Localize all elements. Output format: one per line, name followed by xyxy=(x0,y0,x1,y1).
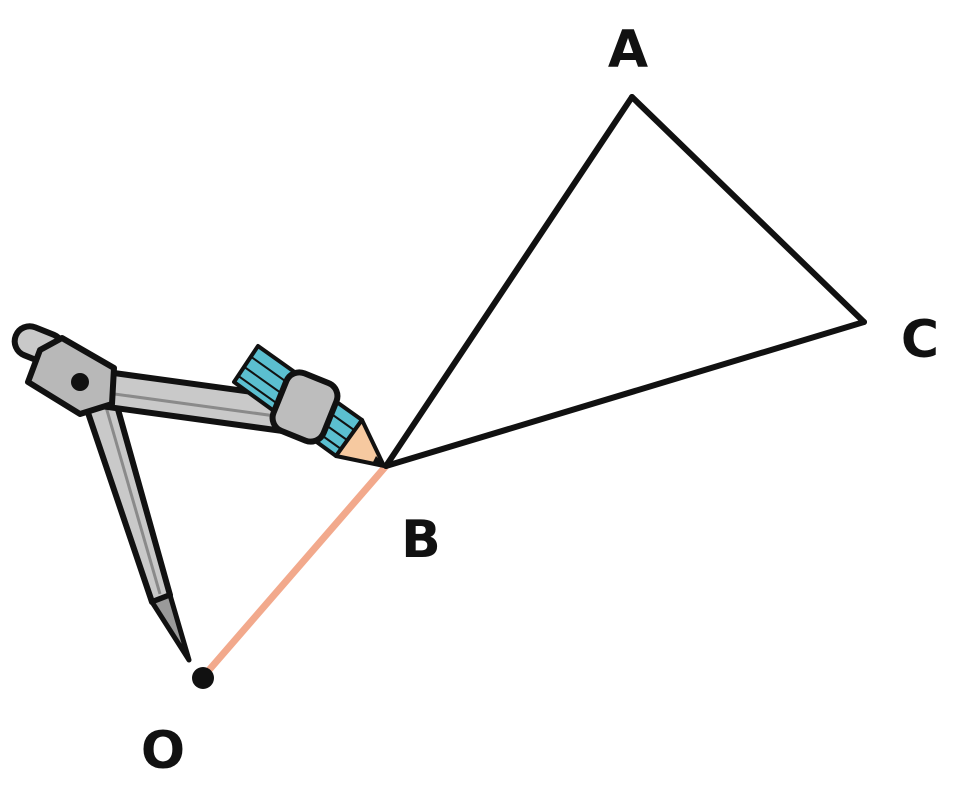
side-ab xyxy=(383,94,635,469)
side-ac xyxy=(629,94,867,325)
pencil-lead xyxy=(372,456,388,468)
label-c: C xyxy=(901,310,939,370)
point-o-dot xyxy=(192,667,214,689)
label-a: A xyxy=(608,20,648,80)
pencil-wood-tip xyxy=(334,418,386,468)
compass-needle-leg xyxy=(79,385,173,605)
side-bc xyxy=(383,319,867,469)
pencil-icon xyxy=(232,344,388,468)
triangle-abc xyxy=(383,94,867,469)
compass-hinge-pin xyxy=(71,373,89,391)
label-b: B xyxy=(401,510,441,570)
compass-needle-tip xyxy=(149,592,192,663)
compass-icon xyxy=(11,323,299,663)
compass-hinge xyxy=(25,335,117,417)
label-o: O xyxy=(141,721,185,781)
compass-pencil-clamp xyxy=(269,369,341,445)
radius-segment-ob xyxy=(199,462,390,681)
